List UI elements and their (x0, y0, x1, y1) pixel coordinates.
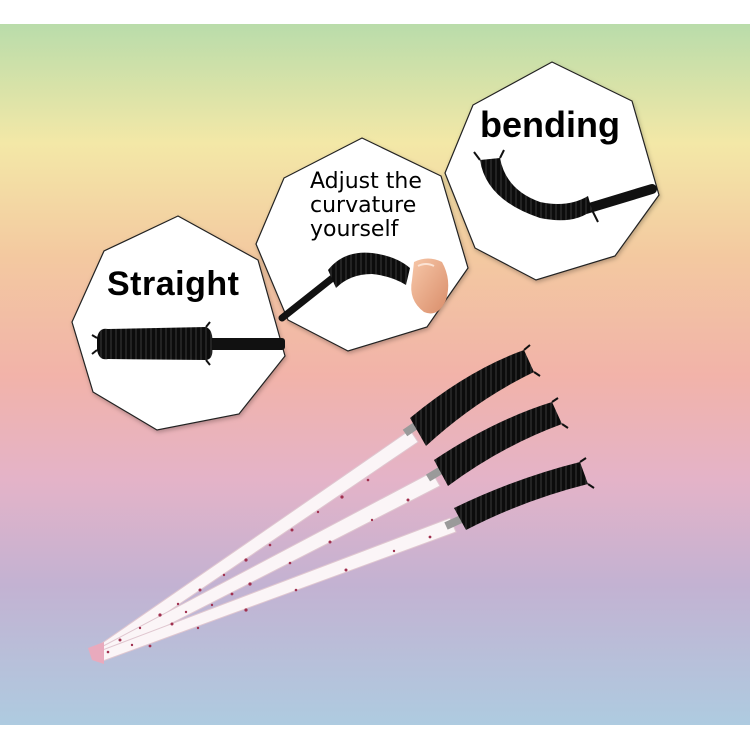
mascara-wand-2 (91, 397, 569, 661)
straight-mascara-wand-icon (91, 321, 285, 366)
octagon-bending (444, 61, 660, 281)
panel-bending (444, 61, 660, 281)
mascara-wands-product (88, 344, 595, 664)
panel-straight (71, 215, 286, 431)
glitter-speckles (106, 478, 432, 654)
bent-mascara-wand-icon (473, 149, 657, 223)
octagon-straight (71, 215, 286, 431)
mascara-wand-1 (91, 344, 541, 659)
panel-adjust (255, 137, 469, 352)
label-bending: bending (480, 104, 620, 145)
curving-wand-with-finger-icon (278, 252, 449, 322)
wand-handle-tip (88, 642, 104, 664)
label-straight: Straight (107, 265, 240, 303)
label-adjust-curvature: Adjust the curvature yourself (310, 169, 422, 242)
